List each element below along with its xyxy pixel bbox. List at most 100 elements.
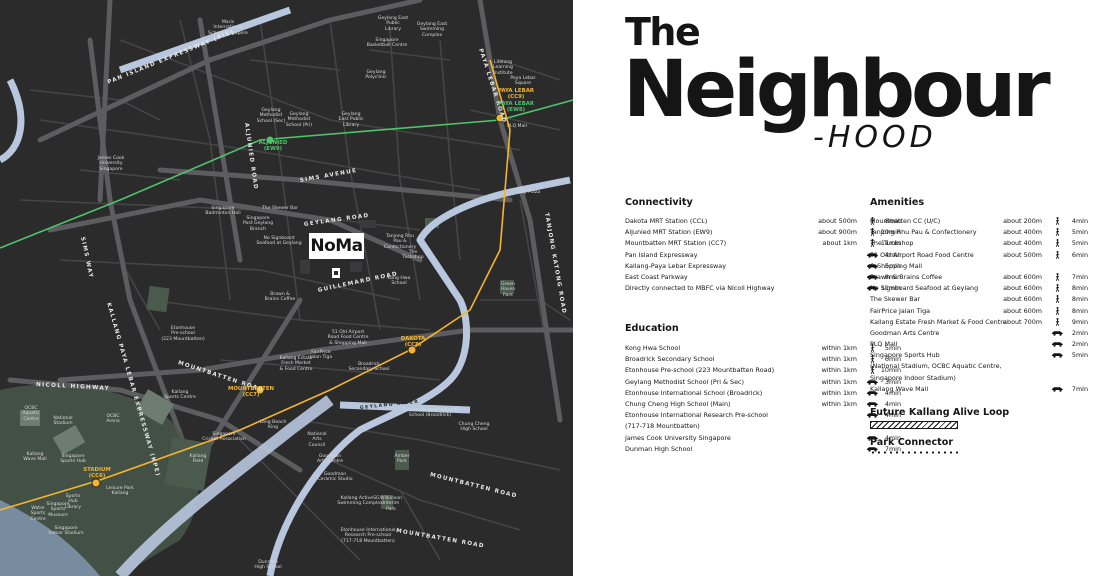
walk-icon — [865, 343, 879, 354]
item-time: 3min — [884, 377, 901, 386]
connectivity-title: Connectivity — [625, 197, 693, 208]
walk-icon — [1050, 216, 1064, 227]
item-name: Dunman High School — [625, 444, 693, 453]
place-label: Geylang Methodist School (Sec) — [256, 108, 286, 124]
place-label: The Tuckshop — [402, 250, 424, 261]
item-time: 5min — [1071, 239, 1088, 248]
item-name: Pan Island Expressway — [625, 250, 698, 259]
item-name: Directly connected to MBFC via Nicoll Hi… — [625, 284, 775, 293]
car-icon — [865, 444, 879, 455]
item-distance: about 400m — [1003, 239, 1042, 248]
ew-line — [0, 99, 573, 249]
item-name: & Shopping Mall — [870, 261, 923, 270]
title-the: The — [625, 10, 701, 54]
item-name: Tanjong Rhu Pau & Confectionery — [870, 228, 977, 237]
item-name: Chung Cheng High School (Main) — [625, 399, 731, 408]
place-label: Singapore Post Geylang Branch — [242, 216, 274, 232]
place-label: City Plaza — [517, 190, 541, 195]
item-name: Etonhouse International School (Broadric… — [625, 388, 763, 397]
place-label: Green Haven Park — [500, 282, 516, 298]
item-distance: about 600m — [1003, 272, 1042, 281]
item-time: 5min — [1071, 351, 1088, 360]
place-label: Broadrick Secondary School — [348, 362, 390, 373]
walk-icon — [1050, 283, 1064, 294]
item-name: 51 Old Airport Road Food Centre — [870, 250, 974, 259]
item-name: FairPrice Jalan Tiga — [870, 306, 931, 315]
item-name: Mountbatten MRT Station (CC7) — [625, 239, 727, 248]
place-label: Geylang Polyclinic — [365, 70, 387, 81]
item-name: The Tuckshop — [870, 239, 914, 248]
item-name: Broadrick Secondary School — [625, 355, 715, 364]
place-label: Kallang Field — [189, 454, 207, 465]
item-time: 10min — [880, 366, 901, 375]
item-time: 7min — [1071, 384, 1088, 393]
item-time: 11min — [880, 239, 901, 248]
stadium-parks — [20, 389, 174, 456]
place-label: National Arts Council — [307, 432, 327, 448]
item-name: Dakota MRT Station (CCL) — [625, 217, 708, 225]
place-label: Etonhouse Pre-school (223 Mountbatten) — [161, 326, 205, 342]
item-name: The Skewer Bar — [870, 295, 921, 304]
car-icon — [865, 388, 879, 399]
place-label: Kallang Sports Centre — [164, 390, 196, 401]
item-time: 4min — [884, 433, 901, 442]
place-label: Geylang East Swimming Complex — [416, 22, 448, 38]
item-name: James Cook University Singapore — [625, 433, 731, 442]
walk-icon — [1050, 238, 1064, 249]
place-label: Goodman Ceramic Studio — [317, 472, 353, 483]
place-label: FairPrice Jalan Tiga — [309, 350, 333, 361]
car-icon — [865, 377, 879, 388]
car-icon — [865, 250, 879, 261]
item-distance: within 1km — [821, 355, 857, 364]
place-label: Leisure Park Kallang — [106, 486, 134, 497]
walk-icon — [1050, 250, 1064, 261]
place-label: Singapore Basketball Centre — [366, 38, 408, 49]
kallang-loop-swatch — [870, 421, 958, 429]
place-label: OCBC Arena — [106, 414, 120, 425]
place-label: Singapore Cricket Association — [202, 432, 246, 443]
item-time: 6min — [884, 355, 901, 364]
title-neighbour: Neighbour — [623, 45, 1051, 135]
building-blocks — [300, 220, 376, 274]
item-distance: about 600m — [1003, 284, 1042, 293]
item-time: 4min — [884, 250, 901, 259]
place-label: Geylang Methodist School (Pri) — [285, 112, 313, 128]
title-hood: -HOOD — [813, 120, 937, 155]
map-graphics — [0, 0, 573, 576]
place-label: Singapore Sports Hub — [60, 454, 86, 465]
noma-marker[interactable]: NoMa — [309, 233, 364, 259]
item-time: 8min — [1071, 295, 1088, 304]
station-paya-lebar-ccl: PAYA LEBAR (CC9) — [497, 88, 535, 100]
item-name: Mountbatten CC (U/C) — [870, 217, 941, 225]
walk-icon — [1050, 294, 1064, 305]
item-name: (717-718 Mountbatten) — [625, 422, 700, 431]
place-label: Etonhouse International Research Pre-sch… — [340, 528, 396, 544]
neighbourhood-panel: The Neighbour -HOOD Connectivity Dakota … — [573, 0, 1100, 576]
car-icon — [865, 283, 879, 294]
item-distance: within 1km — [821, 377, 857, 386]
item-name: Singapore Indoor Stadium) — [870, 373, 956, 382]
place-label: Chung Cheng High School — [458, 422, 490, 433]
item-distance: about 500m — [1003, 250, 1042, 259]
item-time: 2min — [1071, 328, 1088, 337]
item-distance: about 600m — [1003, 306, 1042, 315]
walk-icon — [865, 354, 879, 365]
item-time: 8min — [884, 217, 901, 225]
item-time: 4min — [1071, 217, 1088, 225]
item-name: Kong Hwa School — [625, 344, 681, 352]
item-time: 9min — [1071, 317, 1088, 326]
place-label: Long Beach King — [259, 420, 287, 431]
amenities-title: Amenities — [870, 197, 925, 208]
item-distance: about 900m — [818, 228, 857, 237]
place-label: Dunman High School — [254, 560, 282, 571]
item-distance: about 600m — [1003, 295, 1042, 304]
place-label: Kong Hwa School — [387, 276, 411, 287]
place-label: James Cook University Singapore — [97, 156, 125, 172]
place-label: Singapore Badminton Hall — [205, 206, 241, 217]
neighbourhood-map[interactable]: PAN ISLAND EXPRESSWAY (PIE) SIMS AVENUE … — [0, 0, 573, 576]
item-time: 4min — [884, 388, 901, 397]
car-icon — [865, 261, 879, 272]
education-title: Education — [625, 323, 679, 334]
station-paya-lebar-ewl: PAYA LEBAR (EW8) — [497, 101, 535, 113]
item-time: 8min — [1071, 306, 1088, 315]
